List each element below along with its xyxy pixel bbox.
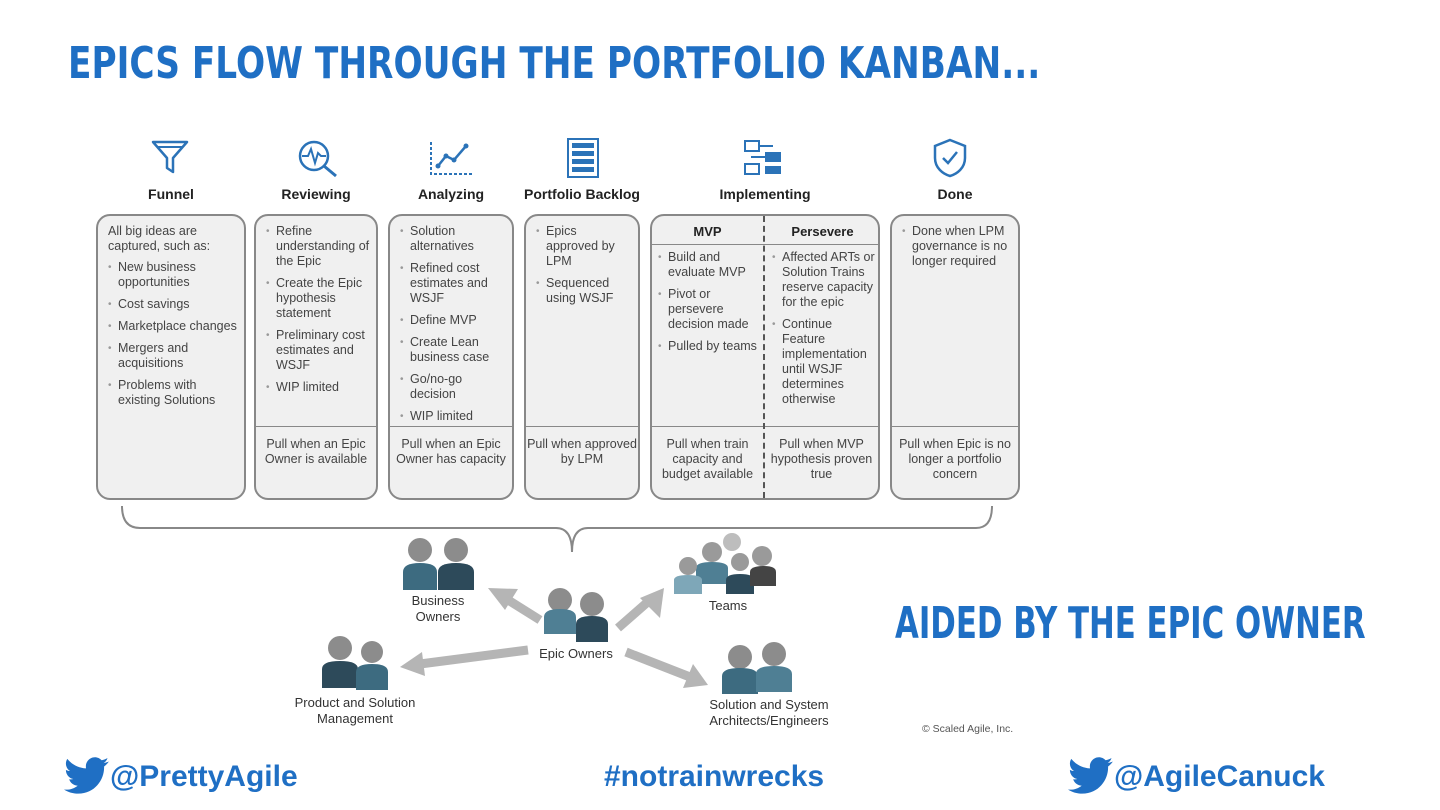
column-heading-implementing: Implementing <box>719 186 811 202</box>
portfolio-backlog-box: Epics approved by LPM Sequenced using WS… <box>524 214 640 500</box>
column-heading-reviewing: Reviewing <box>281 186 351 202</box>
backlog-body: Epics approved by LPM Sequenced using WS… <box>536 224 632 313</box>
mvp-list: Build and evaluate MVP Pivot or persever… <box>658 250 758 354</box>
done-body: Done when LPM governance is no longer re… <box>902 224 1012 276</box>
reviewing-pull-policy: Pull when an Epic Owner is available <box>256 426 376 498</box>
role-product-management: Product and Solution Management <box>294 695 416 726</box>
list-item: Refined cost estimates and WSJF <box>400 261 506 306</box>
list-item: Marketplace changes <box>108 319 238 334</box>
role-business-owners: Business Owners <box>411 593 465 624</box>
role-architects: Solution and System Architects/Engineers <box>709 697 829 728</box>
twitter-bird-icon <box>1068 757 1113 794</box>
list-item: Epics approved by LPM <box>536 224 632 269</box>
list-item: Create the Epic hypothesis statement <box>266 276 370 321</box>
mvp-body: Build and evaluate MVP Pivot or persever… <box>658 250 758 361</box>
list-item: Define MVP <box>400 313 506 328</box>
mvp-pull-policy: Pull when train capacity and budget avai… <box>652 426 763 498</box>
persevere-list: Affected ARTs or Solution Trains reserve… <box>772 250 876 407</box>
list-item: WIP limited <box>400 409 506 424</box>
persevere-heading: Persevere <box>791 224 854 239</box>
funnel-list: New business opportunities Cost savings … <box>108 260 238 408</box>
role-epic-owners: Epic Owners <box>539 646 613 661</box>
list-item: Preliminary cost estimates and WSJF <box>266 328 370 373</box>
footer-right-handle[interactable]: @AgileCanuck <box>1114 760 1325 793</box>
list-item: Problems with existing Solutions <box>108 378 238 408</box>
twitter-bird-icon <box>64 757 109 794</box>
list-item: Continue Feature implementation until WS… <box>772 317 876 407</box>
footer-left-handle[interactable]: @PrettyAgile <box>110 760 298 793</box>
analyzing-pull-policy: Pull when an Epic Owner has capacity <box>390 426 512 498</box>
column-heading-analyzing: Analyzing <box>417 186 485 202</box>
product-management-people-icon <box>322 636 388 690</box>
list-item: Refine understanding of the Epic <box>266 224 370 269</box>
arrow-to-product-management <box>400 645 529 676</box>
list-item: WIP limited <box>266 380 370 395</box>
list-item: Go/no-go decision <box>400 372 506 402</box>
done-list: Done when LPM governance is no longer re… <box>902 224 1012 269</box>
backlog-pull-policy: Pull when approved by LPM <box>526 426 638 498</box>
footer-hashtag[interactable]: #notrainwrecks <box>604 760 825 793</box>
mvp-heading: MVP <box>693 224 722 239</box>
column-heading-done: Done <box>937 186 973 202</box>
list-item: Pivot or persevere decision made <box>658 287 758 332</box>
arrow-to-teams <box>615 588 664 632</box>
analyzing-list: Solution alternatives Refined cost estim… <box>400 224 506 424</box>
magnifier-pulse-icon <box>298 140 337 178</box>
list-item: Mergers and acquisitions <box>108 341 238 371</box>
list-item: Pulled by teams <box>658 339 758 354</box>
list-item: Sequenced using WSJF <box>536 276 632 306</box>
analyzing-box: Solution alternatives Refined cost estim… <box>388 214 514 500</box>
persevere-pull-policy: Pull when MVP hypothesis proven true <box>765 426 878 498</box>
implementing-header-rule <box>652 244 878 245</box>
reviewing-list: Refine understanding of the Epic Create … <box>266 224 370 395</box>
list-item: New business opportunities <box>108 260 238 290</box>
business-owners-people-icon <box>403 538 474 590</box>
reviewing-body: Refine understanding of the Epic Create … <box>266 224 370 402</box>
aided-by-heading: AIDED BY THE EPIC OWNER <box>895 598 1366 649</box>
epic-owners-people-icon <box>544 588 608 642</box>
implementing-box: MVP Persevere Build and evaluate MVP Piv… <box>650 214 880 500</box>
done-box: Done when LPM governance is no longer re… <box>890 214 1020 500</box>
role-teams: Teams <box>708 598 748 613</box>
analyzing-body: Solution alternatives Refined cost estim… <box>400 224 506 431</box>
column-heading-portfolio-backlog: Portfolio Backlog <box>524 186 640 202</box>
list-item: Build and evaluate MVP <box>658 250 758 280</box>
bracket <box>121 505 993 553</box>
teams-people-icon <box>674 533 776 594</box>
funnel-body: All big ideas are captured, such as: New… <box>108 224 238 415</box>
backlog-list: Epics approved by LPM Sequenced using WS… <box>536 224 632 306</box>
arrow-to-architects <box>624 647 708 688</box>
list-item: Solution alternatives <box>400 224 506 254</box>
done-pull-policy: Pull when Epic is no longer a portfolio … <box>892 426 1018 498</box>
list-item: Create Lean business case <box>400 335 506 365</box>
column-heading-funnel: Funnel <box>148 186 194 202</box>
reviewing-box: Refine understanding of the Epic Create … <box>254 214 378 500</box>
persevere-body: Affected ARTs or Solution Trains reserve… <box>772 250 876 414</box>
funnel-icon <box>151 140 189 174</box>
implementing-divider <box>763 216 765 498</box>
shield-check-icon <box>933 138 967 178</box>
arrow-to-business-owners <box>488 588 543 624</box>
copyright: © Scaled Agile, Inc. <box>922 723 1014 735</box>
implementing-icon <box>744 140 781 175</box>
funnel-lead: All big ideas are captured, such as: <box>108 224 211 253</box>
line-chart-icon <box>430 142 472 175</box>
backlog-stack-icon <box>567 138 599 178</box>
funnel-box: All big ideas are captured, such as: New… <box>96 214 246 500</box>
slide-title: EPICS FLOW THROUGH THE PORTFOLIO KANBAN.… <box>68 38 1041 89</box>
list-item: Cost savings <box>108 297 238 312</box>
list-item: Done when LPM governance is no longer re… <box>902 224 1012 269</box>
list-item: Affected ARTs or Solution Trains reserve… <box>772 250 876 310</box>
architects-people-icon <box>722 642 792 694</box>
